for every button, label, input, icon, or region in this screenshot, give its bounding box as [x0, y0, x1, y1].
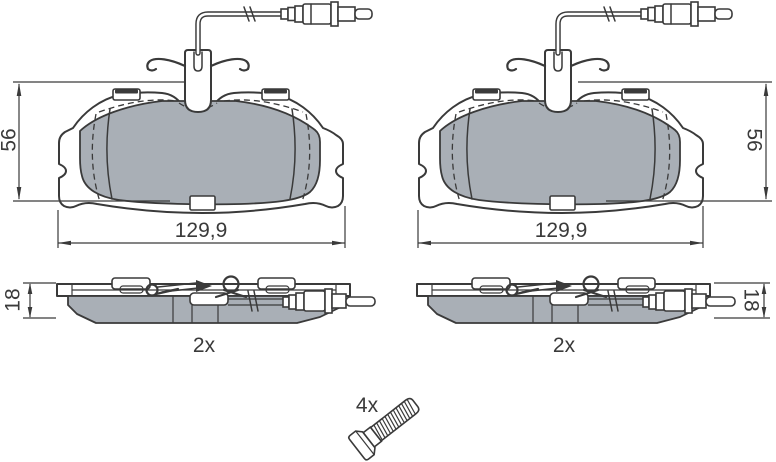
- dimension-width-left: 129,9: [57, 206, 346, 248]
- left-pad-front-view: [59, 2, 372, 213]
- quantity-label-right: 2x: [553, 334, 576, 357]
- left-pad-side-view: [55, 275, 377, 325]
- dimension-width-right: 129,9: [417, 206, 704, 248]
- dimension-thickness-right: 18: [714, 282, 770, 319]
- thickness-label-left: 18: [2, 288, 25, 311]
- bolt-thread-body: [369, 397, 420, 443]
- pad-front-drawing: [59, 2, 372, 213]
- pad-front-drawing: [419, 2, 732, 213]
- width-label-right: 129,9: [535, 219, 588, 242]
- width-label-left: 129,9: [175, 219, 228, 242]
- dimension-height-left: 56: [0, 81, 185, 202]
- bolt-quantity-label: 4x: [356, 394, 379, 417]
- height-label-left: 56: [0, 128, 21, 151]
- dimension-height-right: 56: [578, 81, 772, 202]
- right-pad-side-view: [415, 275, 737, 325]
- dimension-thickness-left: 18: [2, 282, 56, 319]
- bolt-threads: [373, 399, 416, 440]
- bolt-head: [348, 430, 376, 461]
- right-pad-front-view: [419, 2, 732, 213]
- thickness-label-right: 18: [740, 288, 763, 311]
- height-label-right: 56: [743, 128, 766, 151]
- pad-side-drawing: [415, 275, 737, 325]
- pad-side-drawing: [55, 275, 377, 325]
- quantity-label-left: 2x: [193, 334, 216, 357]
- mounting-bolt: [348, 397, 420, 461]
